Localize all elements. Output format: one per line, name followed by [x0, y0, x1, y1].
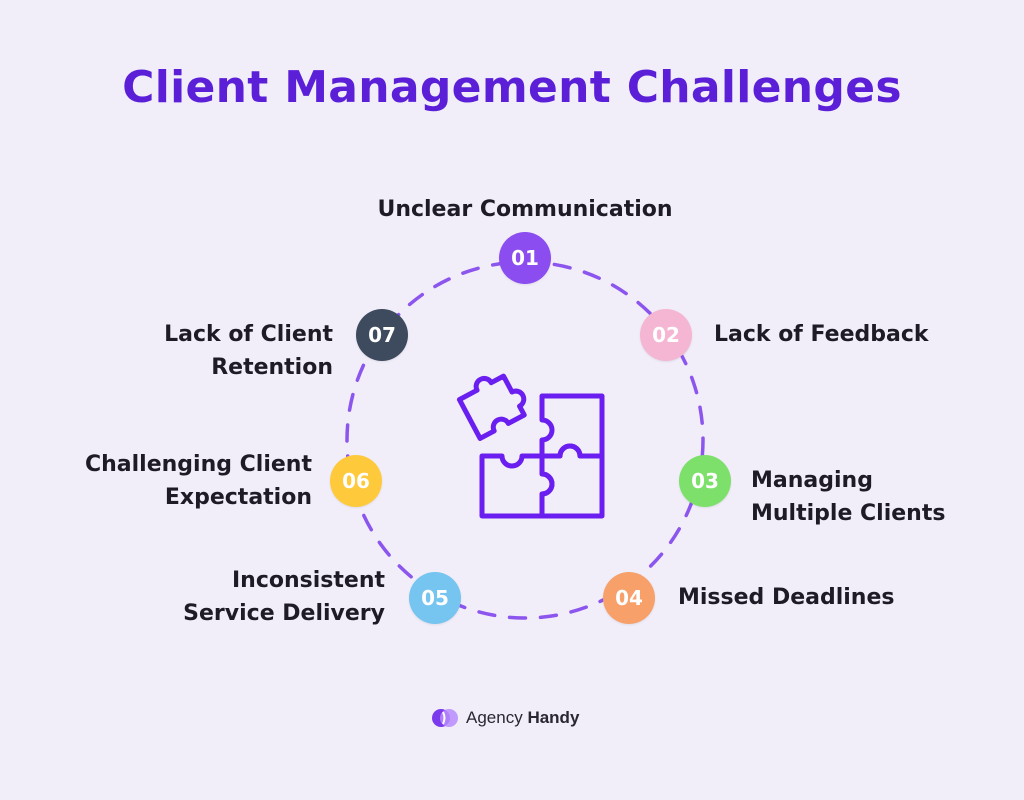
- label-line: Expectation: [164, 485, 312, 510]
- badge-number: 05: [421, 586, 449, 610]
- label-missed-deadlines: Missed Deadlines: [678, 581, 895, 614]
- label-inconsistent-service-delivery: Inconsistent Service Delivery: [183, 564, 385, 630]
- label-line: Challenging Client: [84, 452, 312, 477]
- page-title: Client Management Challenges: [122, 62, 902, 113]
- label-lack-of-client-retention: Lack of Client Retention: [164, 318, 333, 384]
- badge-02: 02: [640, 309, 692, 361]
- label-unclear-communication: Unclear Communication: [0, 193, 1024, 226]
- label-line: Unclear Communication: [377, 197, 673, 222]
- label-line: Managing: [751, 468, 873, 493]
- label-challenging-client-expectation: Challenging Client Expectation: [85, 448, 312, 514]
- badge-06: 06: [330, 455, 382, 507]
- badge-number: 01: [511, 246, 539, 270]
- brand: Agency Handy: [430, 704, 579, 732]
- badge-05: 05: [409, 572, 461, 624]
- badge-number: 07: [368, 323, 396, 347]
- puzzle-icon: [456, 373, 605, 519]
- badge-number: 03: [691, 469, 719, 493]
- brand-name-bold: Handy: [527, 708, 580, 727]
- badge-number: 02: [652, 323, 680, 347]
- badge-01: 01: [499, 232, 551, 284]
- badge-07: 07: [356, 309, 408, 361]
- label-line: Multiple Clients: [751, 501, 946, 526]
- label-managing-multiple-clients: Managing Multiple Clients: [751, 464, 945, 530]
- badge-04: 04: [603, 572, 655, 624]
- label-line: Retention: [211, 355, 333, 380]
- brand-name: Agency Handy: [466, 708, 579, 728]
- label-line: Lack of Client: [164, 322, 333, 347]
- badge-number: 04: [615, 586, 643, 610]
- label-line: Inconsistent: [231, 568, 385, 593]
- label-line: Missed Deadlines: [678, 585, 895, 610]
- brand-prefix: Agency: [466, 708, 523, 727]
- badge-03: 03: [679, 455, 731, 507]
- label-line: Lack of Feedback: [714, 322, 929, 347]
- label-lack-of-feedback: Lack of Feedback: [714, 318, 929, 351]
- badge-number: 06: [342, 469, 370, 493]
- agency-handy-logo-icon: [432, 709, 458, 727]
- label-line: Service Delivery: [183, 601, 385, 626]
